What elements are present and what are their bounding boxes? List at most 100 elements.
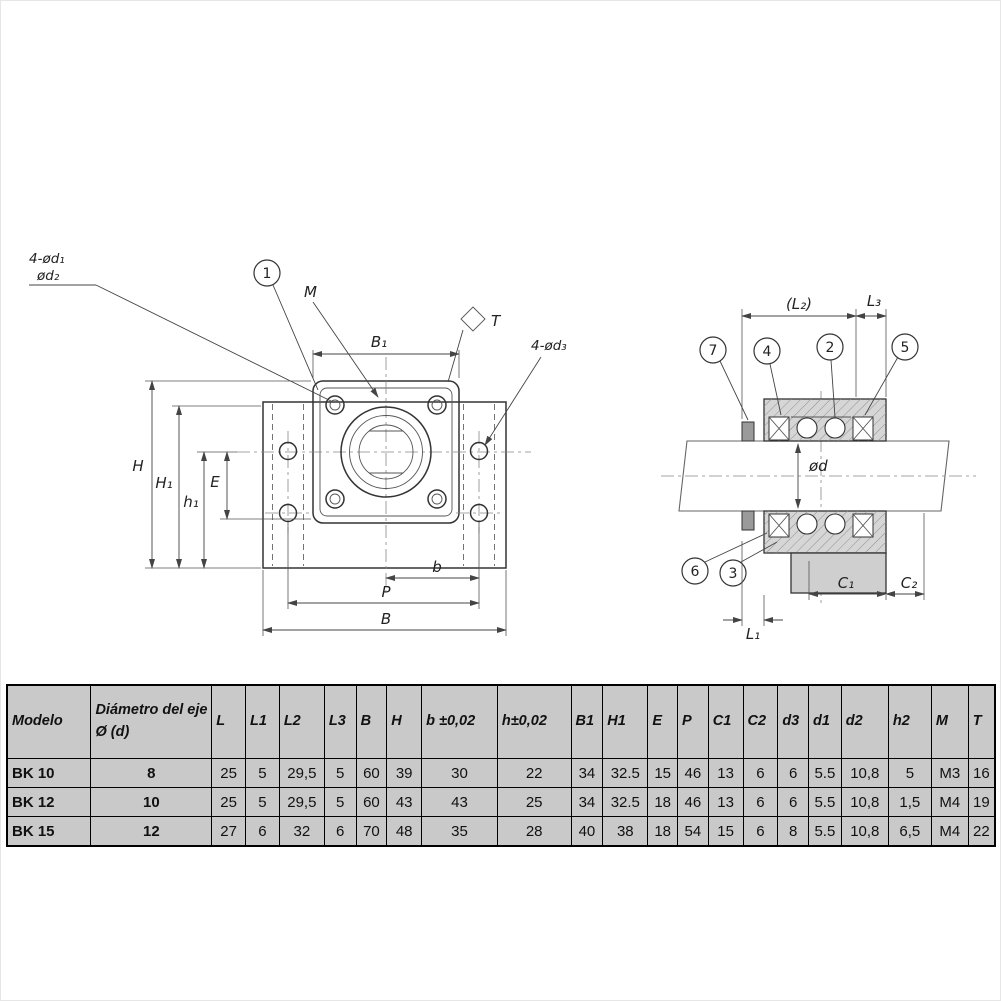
holes-top-label-2: ød₂ bbox=[36, 268, 60, 284]
table-cell: 34 bbox=[570, 787, 604, 817]
dim-h1-label: H₁ bbox=[155, 474, 172, 492]
table-row: BK 15 12 27 6 32 6 70 48 35 28 40 38 18 … bbox=[6, 816, 996, 847]
callout-4-label: 4 bbox=[763, 344, 772, 360]
callout-3-leader bbox=[740, 541, 778, 563]
table-cell: 6,5 bbox=[887, 816, 932, 847]
table-cell: 25 bbox=[496, 787, 572, 817]
bore-mid-circle bbox=[349, 415, 423, 489]
bearing-ball bbox=[796, 513, 818, 535]
table-cell: 6 bbox=[245, 816, 280, 847]
table-cell: 70 bbox=[355, 816, 388, 847]
table-cell: M3 bbox=[930, 758, 969, 788]
flange-foot-block bbox=[790, 552, 887, 594]
table-cell: 10,8 bbox=[840, 758, 889, 788]
header-cell: M bbox=[930, 684, 969, 759]
header-cell: d1 bbox=[808, 684, 842, 759]
dim-od-label: ød bbox=[808, 457, 828, 475]
bearing-ball bbox=[824, 417, 846, 439]
callout-4-balloon bbox=[753, 337, 781, 365]
header-cell: L bbox=[211, 684, 247, 759]
callout-7-label: 7 bbox=[709, 343, 718, 359]
model-cell: BK 12 bbox=[6, 787, 92, 817]
table-cell: 22 bbox=[496, 758, 572, 788]
table-row: BK 10 8 25 5 29,5 5 60 39 30 22 34 32.5 … bbox=[6, 758, 996, 788]
header-cell: E bbox=[647, 684, 679, 759]
table-cell: 32.5 bbox=[602, 758, 649, 788]
table-cell: 43 bbox=[386, 787, 423, 817]
header-cell: C2 bbox=[742, 684, 779, 759]
table-cell: 43 bbox=[421, 787, 498, 817]
circlip-top bbox=[741, 421, 755, 442]
table-cell: 6 bbox=[742, 758, 779, 788]
dim-e-label: E bbox=[210, 473, 220, 491]
table-cell: 46 bbox=[677, 758, 709, 788]
base-plate-outline bbox=[262, 401, 507, 569]
table-cell: 48 bbox=[386, 816, 423, 847]
seal-cross bbox=[852, 513, 874, 538]
header-cell: L3 bbox=[323, 684, 357, 759]
t-square-symbol bbox=[460, 306, 486, 332]
table-cell: 40 bbox=[570, 816, 604, 847]
table-cell: 5 bbox=[245, 758, 280, 788]
callout-5-balloon bbox=[891, 333, 919, 361]
table-cell: 5.5 bbox=[808, 758, 842, 788]
table-cell: 1,5 bbox=[887, 787, 932, 817]
t-leader bbox=[447, 329, 464, 383]
table-cell: 15 bbox=[707, 816, 744, 847]
m-thread-label: M bbox=[304, 283, 317, 301]
table-cell: 10,8 bbox=[840, 816, 889, 847]
table-cell: 12 bbox=[90, 816, 213, 847]
table-cell: 5.5 bbox=[808, 787, 842, 817]
dim-l1-label: L₁ bbox=[746, 625, 760, 643]
header-cell: Modelo bbox=[6, 684, 92, 759]
callout-5-label: 5 bbox=[901, 340, 910, 356]
front-view: 4-ød₁ ød₂ 1 M B₁ T 4-ød₃ H H₁ bbox=[29, 251, 567, 636]
table-cell: 5.5 bbox=[808, 816, 842, 847]
table-cell: 29,5 bbox=[278, 758, 325, 788]
seal-cross bbox=[768, 513, 790, 538]
side-mounting-holes bbox=[278, 441, 489, 523]
dim-l3-label: L₃ bbox=[867, 292, 881, 310]
table-cell: 18 bbox=[647, 787, 679, 817]
table-cell: 15 bbox=[647, 758, 679, 788]
table-cell: M4 bbox=[930, 787, 969, 817]
table-cell: 28 bbox=[496, 816, 572, 847]
header-cell: h±0,02 bbox=[496, 684, 572, 759]
table-cell: 29,5 bbox=[278, 787, 325, 817]
header-cell: d3 bbox=[777, 684, 810, 759]
table-cell: 8 bbox=[777, 816, 810, 847]
callout-1-leader bbox=[272, 284, 319, 391]
table-cell: 13 bbox=[707, 758, 744, 788]
header-cell: Diámetro del eje Ø (d) bbox=[90, 684, 213, 759]
header-cell: L2 bbox=[278, 684, 325, 759]
header-cell: L1 bbox=[245, 684, 280, 759]
m-leader bbox=[312, 301, 379, 398]
table-cell: 35 bbox=[421, 816, 498, 847]
table-cell: M4 bbox=[930, 816, 969, 847]
seal-cross bbox=[852, 416, 874, 441]
callout-4-leader bbox=[769, 363, 782, 416]
table-cell: 32.5 bbox=[602, 787, 649, 817]
table-cell: 32 bbox=[278, 816, 325, 847]
holes-top-leader bbox=[95, 284, 334, 403]
dim-b1-label: B₁ bbox=[371, 333, 387, 351]
callout-1-balloon bbox=[253, 259, 281, 287]
table-cell: 38 bbox=[602, 816, 649, 847]
holes-top-label-1: 4-ød₁ bbox=[29, 251, 65, 267]
table-cell: 6 bbox=[777, 787, 810, 817]
callout-2-leader bbox=[830, 359, 836, 418]
callout-6-balloon bbox=[681, 557, 709, 585]
holes-flange-leader bbox=[484, 356, 542, 446]
table-cell: 10 bbox=[90, 787, 213, 817]
table-cell: 18 bbox=[647, 816, 679, 847]
side-view: (L₂) L₃ 7 4 2 5 ød 6 3 C₁ C₂ bbox=[661, 292, 976, 643]
table-cell: 60 bbox=[355, 758, 388, 788]
table-cell: 25 bbox=[211, 787, 247, 817]
callout-6-leader bbox=[704, 532, 768, 563]
header-cell: h2 bbox=[887, 684, 932, 759]
table-cell: 46 bbox=[677, 787, 709, 817]
callout-2-balloon bbox=[816, 333, 844, 361]
dim-c1-label: C₁ bbox=[838, 574, 855, 592]
bearing-ball bbox=[824, 513, 846, 535]
